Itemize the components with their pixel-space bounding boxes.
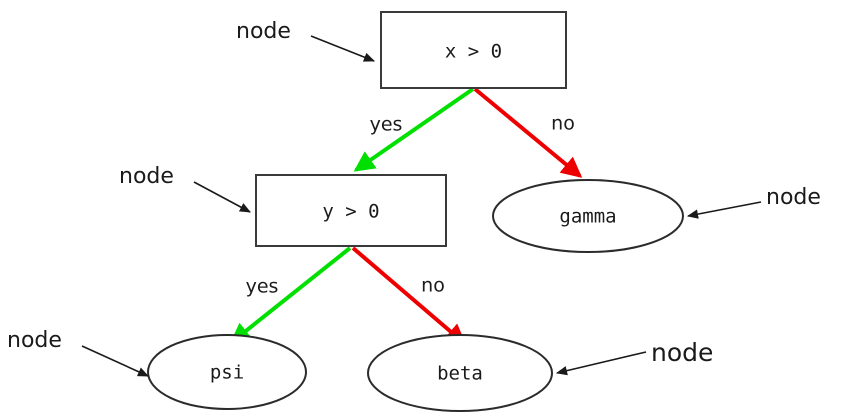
edge-label-root-yes: yes (370, 114, 403, 136)
annotation-inner-leader (193, 181, 251, 213)
annotation-root-leader (310, 35, 376, 62)
edge-inner-yes-psi (229, 246, 352, 344)
node-gamma[interactable]: gamma (492, 179, 684, 253)
edge-label-root-no: no (551, 113, 575, 135)
annotation-gamma-leader (686, 201, 762, 219)
annotation-gamma-label: node (766, 185, 821, 210)
node-inner-label: y > 0 (322, 201, 379, 223)
node-root[interactable]: x > 0 (380, 11, 567, 89)
annotation-beta-leader (555, 351, 647, 376)
annotation-root: node (236, 19, 376, 62)
edge-root-no-gamma (473, 87, 583, 178)
node-root-label: x > 0 (445, 41, 502, 63)
node-beta[interactable]: beta (367, 334, 553, 412)
node-gamma-label: gamma (559, 206, 616, 228)
node-root-rect (380, 11, 567, 89)
node-psi-label: psi (210, 362, 244, 384)
annotation-psi-label: node (7, 328, 62, 353)
node-beta-ellipse (367, 334, 553, 412)
node-gamma-ellipse (492, 179, 684, 253)
edge-label-inner-no: no (421, 275, 445, 297)
annotation-inner: node (119, 164, 251, 213)
annotation-psi: node (7, 328, 150, 377)
node-beta-label: beta (437, 363, 483, 385)
annotation-inner-label: node (119, 164, 174, 189)
annotation-root-label: node (236, 19, 291, 44)
edge-inner-no-beta (351, 246, 467, 345)
edge-root-yes-inner (353, 87, 475, 172)
annotation-psi-leader (81, 345, 150, 377)
edge-label-inner-yes: yes (246, 276, 279, 298)
node-inner-rect (255, 174, 447, 247)
node-psi[interactable]: psi (147, 334, 307, 410)
annotation-beta-label: node (651, 338, 713, 367)
annotation-gamma: node (686, 185, 821, 219)
node-inner[interactable]: y > 0 (255, 174, 447, 247)
annotation-beta: node (555, 338, 713, 376)
